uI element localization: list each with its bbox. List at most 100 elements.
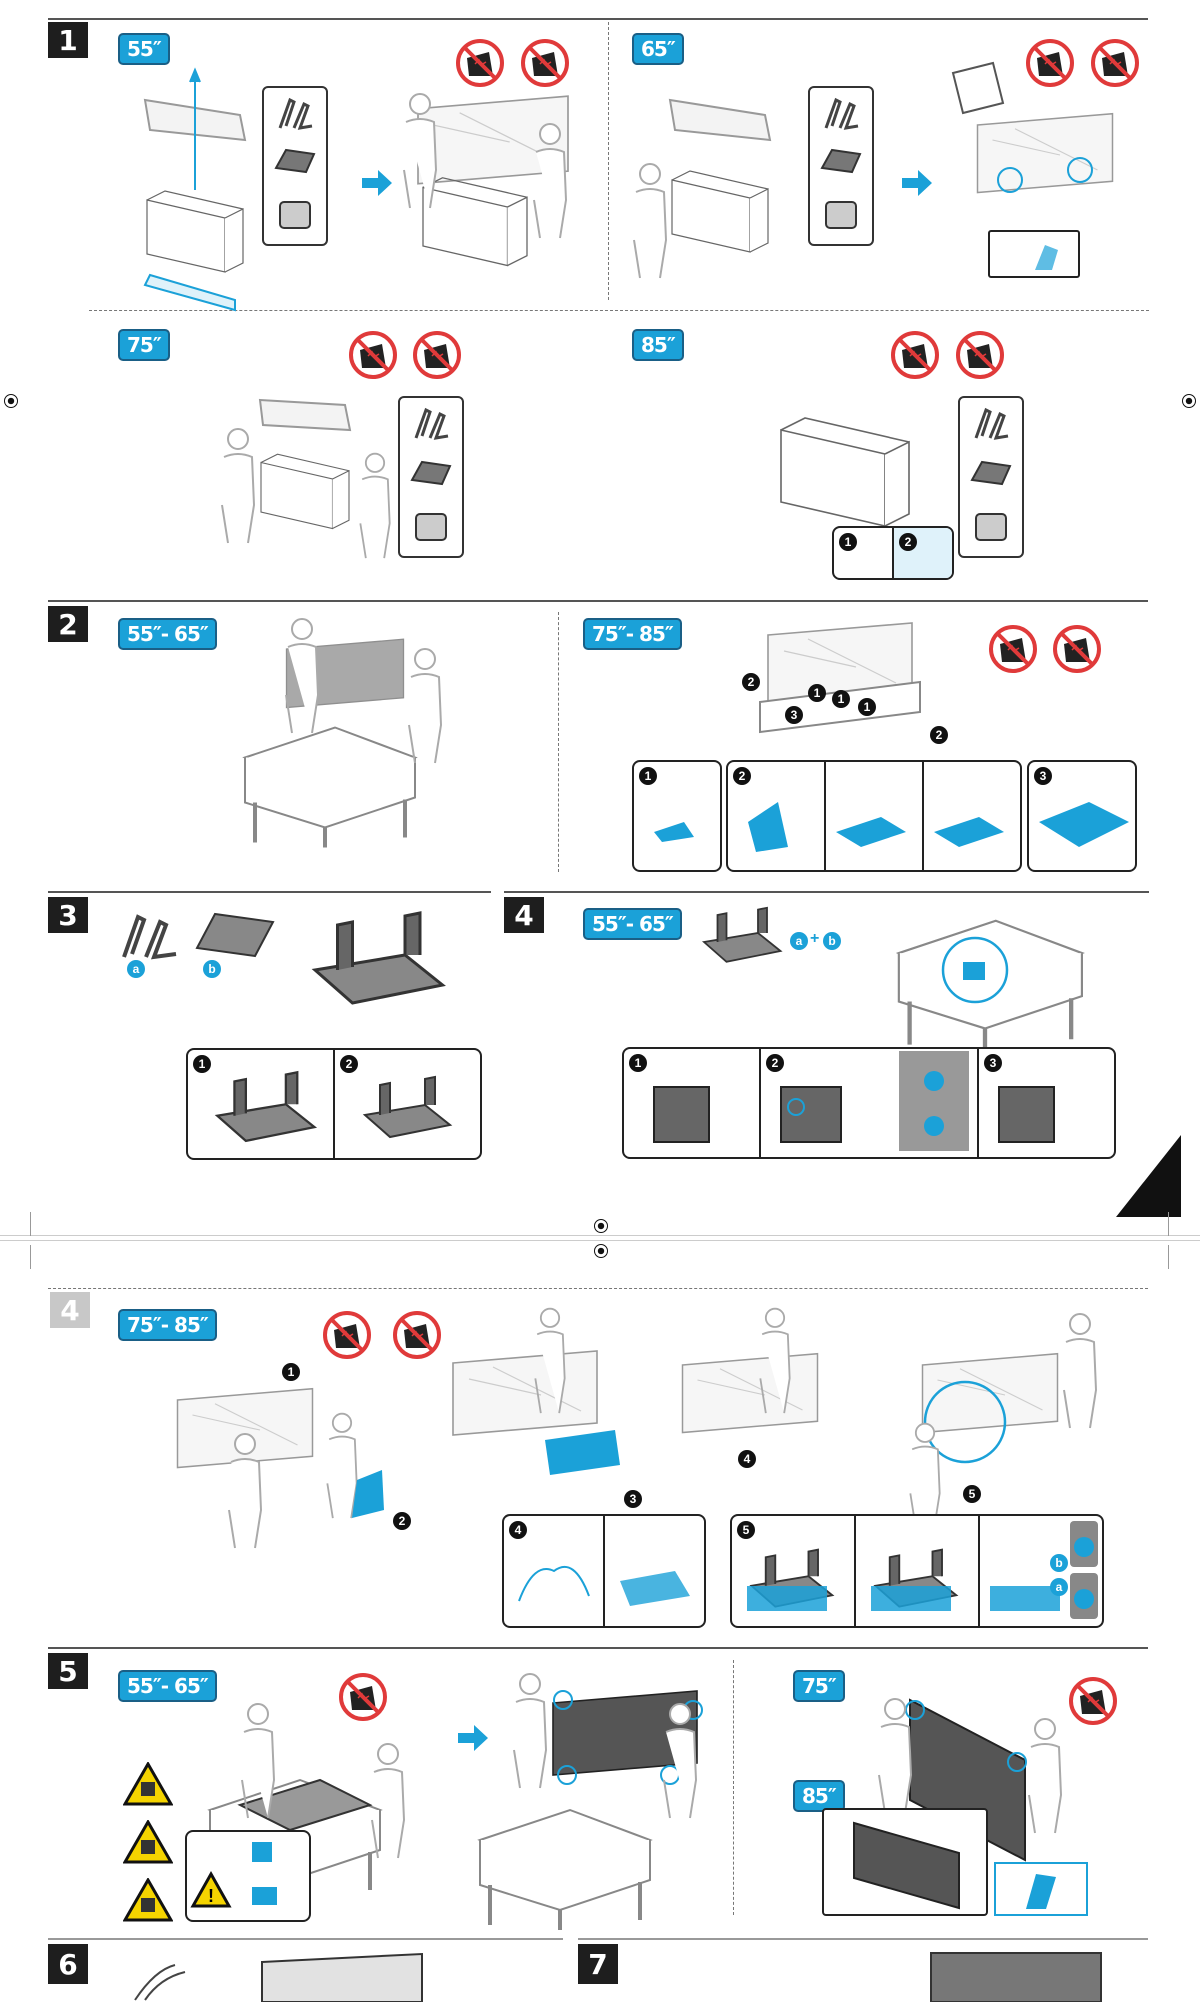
tv-box-illustration	[143, 190, 244, 312]
tv-unpack-illustration	[921, 1352, 1059, 1464]
size-badge-75: 75″	[118, 329, 170, 361]
section-4-number: 4	[504, 897, 544, 933]
inset-step: 2	[335, 1050, 480, 1158]
crop-mark	[1168, 1245, 1169, 1269]
packaging-piece-icon	[836, 817, 906, 847]
hand-icon	[1035, 245, 1058, 270]
person-icon	[633, 163, 667, 279]
divider	[608, 22, 609, 300]
person-icon	[513, 1673, 547, 1789]
person-icon	[359, 452, 391, 560]
person-icon	[241, 1703, 275, 1819]
size-badge-65: 65″	[632, 33, 684, 65]
foam-insert-illustration	[258, 398, 352, 432]
stand-insert-icon	[990, 1586, 1060, 1611]
table-illustration	[460, 1790, 660, 1940]
section-7-number: 7	[578, 1944, 618, 1984]
callout-number: 5	[963, 1485, 981, 1503]
inset-step: 3	[979, 1049, 1114, 1157]
divider	[48, 1288, 1148, 1289]
plus-sign: +	[810, 930, 820, 947]
inset-step: 5	[732, 1516, 856, 1626]
callout-number: 1	[282, 1363, 300, 1381]
person-icon	[371, 1743, 405, 1859]
packaging-piece-icon	[1039, 802, 1129, 847]
stand-base-part-icon	[274, 148, 316, 174]
size-badge-75: 75″	[793, 1670, 845, 1702]
svg-text:!: !	[208, 1886, 214, 1906]
packaging-piece-icon	[620, 1571, 690, 1606]
tv-box-illustration	[260, 453, 350, 530]
stand-leg-part-icon	[122, 914, 177, 960]
stand-base-part-icon	[410, 460, 452, 486]
section-4-number: 4	[50, 1292, 90, 1328]
warning-heavy-icon	[123, 1762, 173, 1806]
packaging-piece-icon	[545, 1430, 620, 1475]
stand-insert-icon	[871, 1548, 958, 1611]
crop-mark	[30, 1245, 31, 1269]
screw-detail-icon	[899, 1051, 969, 1151]
no-pressure-screen-icon	[890, 330, 940, 380]
section-2-rule	[48, 600, 1148, 602]
person-icon	[759, 1307, 791, 1415]
accessory-bag-icon	[975, 513, 1007, 541]
warning-pinch-icon	[123, 1820, 173, 1864]
stand-base-part-icon	[970, 460, 1012, 486]
callout-number: 1	[832, 690, 850, 708]
table-illustration	[225, 705, 425, 860]
callout-number: 4	[738, 1450, 756, 1468]
section-2-number: 2	[48, 606, 88, 642]
detail-inset	[822, 1808, 988, 1916]
parts-panel	[398, 396, 464, 558]
page-divider	[0, 1240, 1200, 1241]
step-number: 2	[899, 533, 917, 551]
person-icon	[1063, 1313, 1097, 1429]
section-5-number: 5	[48, 1653, 88, 1689]
person-icon	[534, 1307, 566, 1415]
part-label-b: b	[823, 932, 841, 950]
section-6-rule	[48, 1938, 563, 1940]
no-lay-flat-icon	[1052, 624, 1102, 674]
step-number: 2	[340, 1055, 358, 1073]
callout-number: 2	[393, 1512, 411, 1530]
page-turn-icon	[1116, 1135, 1181, 1217]
stand-base-part-icon	[195, 912, 275, 958]
person-icon	[533, 123, 567, 239]
hand-icon	[1026, 1874, 1056, 1909]
size-badge-55: 55″	[118, 33, 170, 65]
stand-leg-part-icon	[974, 407, 1009, 440]
step-number: 5	[737, 1521, 755, 1539]
person-icon	[221, 428, 255, 544]
callout-number: 3	[785, 706, 803, 724]
parts-panel	[958, 396, 1024, 558]
person-icon	[663, 1703, 697, 1819]
crop-mark	[1168, 1212, 1169, 1236]
inset-step: 4	[504, 1516, 605, 1626]
size-badge-75-85: 75″- 85″	[118, 1309, 217, 1341]
registration-mark-icon	[594, 1219, 608, 1233]
stand-leg-part-icon	[414, 407, 449, 440]
callout-number: 3	[624, 1490, 642, 1508]
warning-icon: !	[190, 1870, 232, 1908]
no-touch-screen-icon	[412, 330, 462, 380]
section-4-rule	[504, 891, 1149, 893]
stand-base-part-icon	[820, 148, 862, 174]
no-touch-screen-icon	[1090, 38, 1140, 88]
detail-inset: 4	[502, 1514, 706, 1628]
parts-panel	[262, 86, 328, 246]
detail-inset: 1 2	[186, 1048, 482, 1160]
step-number: 2	[766, 1054, 784, 1072]
detail-inset: 5 b a	[730, 1514, 1104, 1628]
tv-on-table-illustration	[860, 910, 1110, 1050]
inset-step: 2	[894, 528, 952, 578]
part-label-b: b	[1050, 1554, 1068, 1572]
no-pressure-screen-icon	[338, 1672, 388, 1722]
person-icon	[403, 93, 437, 209]
stand-assembly-icon	[216, 1071, 316, 1143]
next-arrow-icon	[458, 1725, 488, 1751]
person-icon	[228, 1433, 262, 1549]
step-number: 2	[733, 767, 751, 785]
part-label-b: b	[203, 960, 221, 978]
tv-illustration	[930, 1952, 1102, 2002]
stand-insert-icon	[653, 1086, 710, 1143]
